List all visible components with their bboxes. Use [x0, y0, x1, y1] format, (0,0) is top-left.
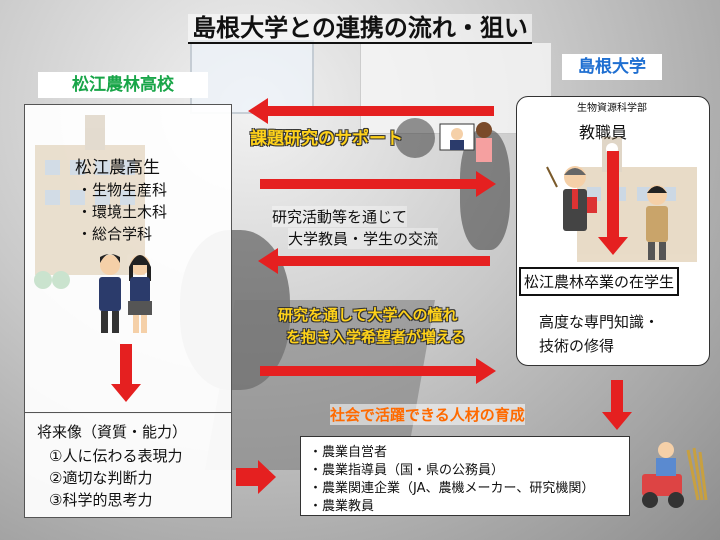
- future-item: ③科学的思考力: [49, 491, 153, 509]
- future-item: ②適切な判断力: [49, 469, 153, 487]
- down-arrow-to-future: [111, 344, 141, 402]
- page-title: 島根大学との連携の流れ・狙い: [0, 8, 720, 44]
- university-panel: 生物資源科学部 教職員 松江農林卒業の在学生 高度な専門知識・ 技術の修得: [516, 96, 710, 366]
- background-person: [395, 118, 435, 158]
- professor-icon: [546, 166, 597, 231]
- students-label: 松江農高生: [75, 158, 160, 178]
- down-arrow-to-outcome: [602, 380, 632, 430]
- university-student-icon: [646, 185, 668, 260]
- aspiration-line: を抱き入学希望者が増える: [286, 328, 466, 346]
- department-item: ・生物生産科: [77, 181, 168, 199]
- school-illustration: [34, 115, 152, 333]
- farmer-tractor-icon: [642, 442, 708, 508]
- online-meeting-icon: [439, 122, 492, 162]
- department-item: ・環境土木科: [77, 203, 168, 221]
- exchange-line: 大学教員・学生の交流: [288, 228, 439, 249]
- arrow-aspiration-right: [260, 358, 496, 384]
- faculty-label: 生物資源科学部: [577, 103, 647, 114]
- arrow-support-left: [248, 98, 494, 124]
- career-item: ・農業関連企業（JA、農機メーカー、研究機関）: [309, 481, 595, 496]
- school-building-icon: [34, 115, 145, 289]
- aspiration-line: 研究を通して大学への憧れ: [278, 306, 458, 324]
- career-item: ・農業自営者: [309, 445, 388, 460]
- career-item: ・農業教員: [309, 499, 375, 514]
- down-arrow-to-alumni: [598, 151, 628, 255]
- outcome-panel: ・農業自営者 ・農業指導員（国・県の公務員） ・農業関連企業（JA、農機メーカー…: [300, 436, 630, 516]
- future-panel: 将来像（資質・能力） ①人に伝わる表現力 ②適切な判断力 ③科学的思考力: [24, 412, 232, 518]
- staff-label: 教職員: [579, 123, 628, 142]
- school-label: 松江農林高校: [38, 72, 208, 98]
- future-heading: 将来像（資質・能力）: [37, 423, 188, 441]
- support-label: 課題研究のサポート: [250, 129, 403, 149]
- skills-line: 高度な専門知識・: [539, 313, 660, 331]
- future-item: ①人に伝わる表現力: [49, 447, 183, 465]
- university-label: 島根大学: [562, 54, 662, 80]
- arrow-to-outcome: [236, 460, 276, 494]
- department-item: ・総合学科: [77, 225, 153, 243]
- skills-line: 技術の修得: [539, 337, 615, 355]
- arrow-exchange-left: [258, 248, 490, 274]
- exchange-line: 研究活動等を通じて: [272, 206, 408, 227]
- career-item: ・農業指導員（国・県の公務員）: [309, 463, 505, 478]
- students-icon: [99, 254, 152, 333]
- alumni-label: 松江農林卒業の在学生: [519, 267, 680, 296]
- outcome-heading: 社会で活躍できる人材の育成: [330, 404, 525, 425]
- arrow-students-to-university: [260, 171, 496, 197]
